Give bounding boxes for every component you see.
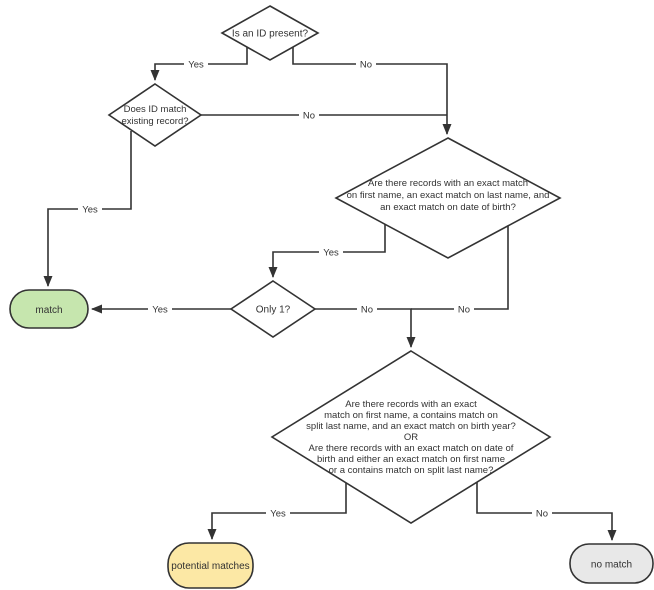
edge-label-no: No	[299, 109, 319, 122]
edge-label-yes: Yes	[319, 246, 343, 259]
decision-label-line: Are there records with an exact match on…	[309, 443, 514, 454]
decision-label: Only 1?	[256, 305, 291, 316]
edge-label-text: No	[361, 305, 373, 316]
decision-label-line: OR	[404, 432, 418, 443]
decision-diamond	[270, 350, 552, 524]
edge-label-text: Yes	[270, 509, 286, 520]
decision-label-line: on first name, an exact match on last na…	[347, 190, 550, 201]
terminal-pill	[167, 542, 254, 589]
edge-label-text: Yes	[323, 248, 339, 259]
edge-label-bg	[78, 203, 102, 215]
decision-label-line: an exact match on date of birth?	[380, 202, 516, 213]
edge-label-no: No	[532, 507, 552, 520]
edge-label-bg	[357, 303, 377, 315]
decision-diamond	[107, 83, 203, 147]
edge-label-bg	[184, 58, 208, 70]
node-decision-exact-match: Are there records with an exact match on…	[334, 137, 562, 259]
edge-label-text: No	[458, 305, 470, 316]
edge-label-bg	[148, 303, 172, 315]
edge-exact-match-no	[411, 226, 509, 310]
decision-label-line: match on first name, a contains match on	[324, 410, 498, 421]
decision-label-line: Does ID match	[124, 104, 187, 115]
node-decision-id-match-existing: Does ID match existing record?	[107, 83, 203, 147]
terminal-pill	[569, 543, 654, 584]
decision-label-line: or a contains match on split last name?	[329, 465, 494, 476]
edge-label-no: No	[356, 58, 376, 71]
edge-label-bg	[356, 58, 376, 70]
decision-diamond	[220, 5, 320, 61]
terminal-label: potential matches	[171, 561, 249, 572]
edge-label-yes: Yes	[184, 58, 208, 71]
node-terminal-match: match	[9, 289, 89, 329]
edge-label-text: Yes	[82, 205, 98, 216]
edge-label-bg	[266, 507, 290, 519]
decision-diamond	[229, 280, 317, 338]
node-decision-only-one: Only 1?	[229, 280, 317, 338]
decision-label-line: Are there records with an exact	[345, 399, 477, 410]
edge-label-text: No	[303, 111, 315, 122]
decision-label-line: birth and either an exact match on first…	[317, 454, 505, 465]
edge-label-text: Yes	[152, 305, 168, 316]
edge-label-bg	[532, 507, 552, 519]
decision-diamond	[334, 137, 562, 259]
edge-label-text: No	[360, 60, 372, 71]
decision-label-line: split last name, and an exact match on b…	[306, 421, 516, 432]
edge-label-no: No	[357, 303, 377, 316]
decision-label: Is an ID present?	[232, 29, 309, 40]
terminal-label: match	[35, 305, 62, 316]
decision-label-line: Are there records with an exact match	[368, 178, 528, 189]
edge-label-bg	[299, 109, 319, 121]
edge-label-text: No	[536, 509, 548, 520]
terminal-label: no match	[591, 560, 632, 571]
edge-label-bg	[454, 303, 474, 315]
edge-only-one-no	[315, 308, 416, 348]
node-decision-fuzzy-match: Are there records with an exact match on…	[270, 350, 552, 524]
edge-label-bg	[319, 246, 343, 258]
edge-label-yes: Yes	[148, 303, 172, 316]
edge-label-no: No	[454, 303, 474, 316]
edge-label-text: Yes	[188, 60, 204, 71]
decision-label-line: existing record?	[121, 116, 188, 127]
node-decision-is-id-present: Is an ID present?	[220, 5, 320, 61]
edge-label-yes: Yes	[266, 507, 290, 520]
terminal-pill	[9, 289, 89, 329]
node-terminal-no-match: no match	[569, 543, 654, 584]
node-terminal-potential-matches: potential matches	[167, 542, 254, 589]
edge-label-yes: Yes	[78, 203, 102, 216]
